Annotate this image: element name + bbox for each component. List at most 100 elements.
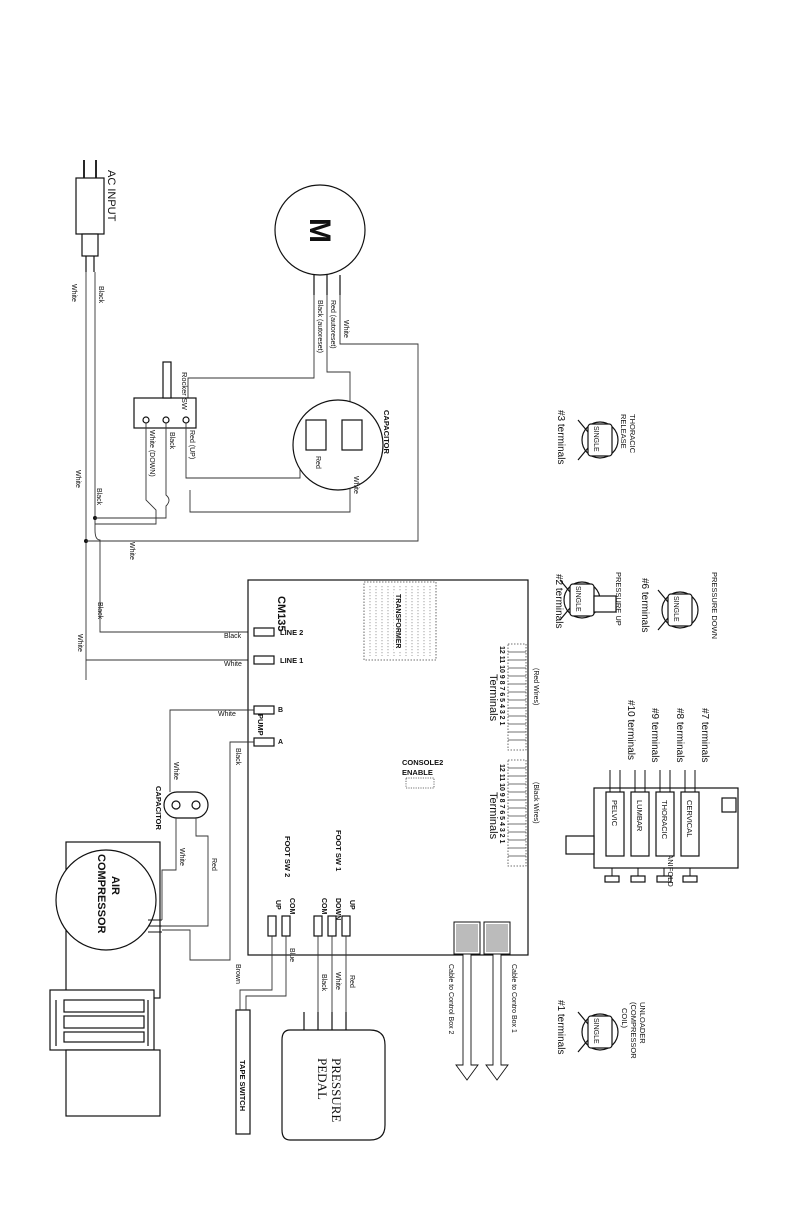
unloader-line1: UNLOADER bbox=[638, 1002, 647, 1044]
terminals-label-black: Terminals bbox=[487, 792, 499, 840]
white-label-3: White bbox=[76, 634, 83, 652]
cm135-board: CM135 TRANSFORMER LINE 2 LI bbox=[247, 579, 539, 956]
pressure-up-label: PRESSURE UP bbox=[614, 572, 623, 626]
comp-white-label: White bbox=[178, 848, 185, 866]
ac-input-label: AC INPUT bbox=[105, 170, 117, 222]
tape-blue-label: Blue bbox=[288, 948, 295, 962]
pressure-pedal-line2: PEDAL bbox=[315, 1058, 330, 1100]
transformer-label: TRANSFORMER bbox=[394, 594, 401, 648]
line1-white-label: White bbox=[224, 661, 242, 668]
pump-b-label: B bbox=[278, 707, 283, 714]
rocker-sw-label: Rocker SW bbox=[180, 372, 189, 411]
term-8-label: #8 terminals bbox=[674, 708, 685, 762]
single-label-1: SINGLE bbox=[592, 1018, 599, 1044]
rocker-wires: Red (UP) Black White (DOWN) bbox=[95, 423, 301, 525]
motor-symbol: M bbox=[303, 218, 336, 243]
pressure-pedal: PRESSURE PEDAL bbox=[281, 1012, 386, 1141]
pedal-black-label: Black bbox=[320, 974, 327, 992]
pressure-pedal-line1: PRESSURE bbox=[329, 1058, 344, 1122]
red-up-label: Red (UP) bbox=[188, 430, 195, 459]
up-label-2: UP bbox=[274, 900, 281, 910]
terminal-block-black: 12 11 10 9 8 7 6 5 4 3 2 1 (Black Wires)… bbox=[487, 759, 539, 867]
white-label-2: White bbox=[74, 470, 81, 488]
air-compressor-line2: COMPRESSOR bbox=[95, 854, 107, 934]
thoracic-release-line2: RELEASE bbox=[619, 414, 628, 449]
terminal-block-red: 12 11 10 9 8 7 6 5 4 3 2 1 (Red Wires) T… bbox=[487, 643, 539, 751]
up-label-1: UP bbox=[348, 900, 355, 910]
air-compressor-line1: AIR bbox=[109, 876, 121, 895]
single-label-2: SINGLE bbox=[574, 586, 581, 612]
line-wires: Black White bbox=[224, 633, 242, 668]
terminals-label-red: Terminals bbox=[487, 674, 499, 722]
term-2-label: #2 terminals bbox=[553, 574, 564, 628]
cap-white-label-2: White bbox=[172, 762, 179, 780]
pump-label: PUMP bbox=[256, 714, 265, 736]
transformer: TRANSFORMER bbox=[363, 581, 437, 661]
lumbar-label: LUMBAR bbox=[635, 800, 644, 832]
white-down-label: White (DOWN) bbox=[148, 430, 155, 477]
com-label-2: COM bbox=[288, 898, 295, 915]
foot-sw1-com-connector bbox=[313, 915, 323, 937]
pedal-white-label: White bbox=[334, 972, 341, 990]
ac-supply-wires: Black White White Black Black White bbox=[70, 272, 248, 680]
console2-label: CONSOLE2 bbox=[402, 758, 443, 767]
motor-black-label: Black (autoreset) bbox=[316, 300, 323, 353]
tape-switch: TAPE SWITCH bbox=[235, 1009, 251, 1135]
term-10-label: #10 terminals bbox=[625, 700, 636, 760]
thoracic-label: THORACIC bbox=[660, 800, 669, 840]
black-label-3: Black bbox=[96, 602, 103, 620]
com-label-1: COM bbox=[320, 898, 327, 915]
comp-red-label: Red bbox=[210, 858, 217, 871]
pressure-down-valve: SINGLE PRESSURE DOWN #6 terminals bbox=[639, 572, 719, 639]
cm135-label: CM135 bbox=[275, 596, 287, 631]
control-box2-socket bbox=[456, 924, 478, 952]
cap-white-label: White bbox=[352, 476, 359, 494]
foot-sw1-label: FOOT SW 1 bbox=[334, 830, 343, 871]
pump-a-label: A bbox=[278, 739, 283, 746]
pedal-red-label: Red bbox=[348, 975, 355, 988]
black-label-2: Black bbox=[95, 488, 102, 506]
control-box1-socket bbox=[486, 924, 508, 952]
pelvic-solenoid bbox=[605, 791, 625, 857]
pelvic-label: PELVIC bbox=[610, 800, 619, 827]
term-1-label: #1 terminals bbox=[555, 1000, 566, 1054]
line1-connector bbox=[253, 655, 275, 665]
capacitor-red-label: Red bbox=[314, 456, 321, 469]
rocker-black-label: Black bbox=[168, 432, 175, 450]
down-label: DOWN bbox=[334, 898, 341, 920]
term-3-label: #3 terminals bbox=[555, 410, 566, 464]
pump-black-label: Black bbox=[234, 748, 241, 766]
single-label-6: SINGLE bbox=[672, 596, 679, 622]
foot-sw2-up-connector bbox=[267, 915, 277, 937]
pump-white-label: White bbox=[218, 711, 236, 718]
ac-black-label: Black bbox=[97, 286, 104, 304]
unloader-line2: (COMPRESSOR bbox=[629, 1002, 638, 1059]
foot-switch-wires: Red White Black Blue Brown bbox=[234, 936, 355, 1012]
foot-sw2-com-connector bbox=[281, 915, 291, 937]
air-compressor: AIR COMPRESSOR bbox=[49, 841, 162, 1117]
motor-white-label: White bbox=[342, 320, 349, 338]
ac-input-plug: AC INPUT bbox=[75, 160, 117, 272]
manifold-label: MANIFOLD bbox=[666, 848, 675, 887]
foot-sw2-label: FOOT SW 2 bbox=[283, 836, 292, 877]
motor-wires: Red (autoreset) Black (autoreset) White … bbox=[86, 295, 419, 560]
line2-black-label: Black bbox=[224, 633, 242, 640]
term-7-label: #7 terminals bbox=[699, 708, 710, 762]
white-return-label: White bbox=[128, 542, 135, 560]
pressure-down-label: PRESSURE DOWN bbox=[710, 572, 719, 639]
cable-box2-label: Cable to Control Box 2 bbox=[447, 964, 454, 1035]
motor-capacitor: CAPACITOR Red White bbox=[189, 399, 391, 513]
cable-arrow-box1: Cable to Contro Box 1 bbox=[485, 953, 517, 1081]
black-wires-label: (Black Wires) bbox=[532, 782, 539, 824]
thoracic-release-line1: THORACIC bbox=[628, 414, 637, 454]
pump-wires: White Black White White Red bbox=[161, 709, 254, 961]
cable-box1-label: Cable to Contro Box 1 bbox=[510, 964, 517, 1033]
unloader-valve: SINGLE UNLOADER (COMPRESSOR COIL) #1 ter… bbox=[555, 1000, 647, 1059]
compressor-capacitor-label: CAPACITOR bbox=[154, 786, 163, 830]
foot-sw1-up-connector bbox=[341, 915, 351, 937]
thoracic-solenoid bbox=[655, 791, 675, 857]
unloader-line3: COIL) bbox=[620, 1008, 629, 1029]
term-9-label: #9 terminals bbox=[649, 708, 660, 762]
enable-label: ENABLE bbox=[402, 768, 433, 777]
